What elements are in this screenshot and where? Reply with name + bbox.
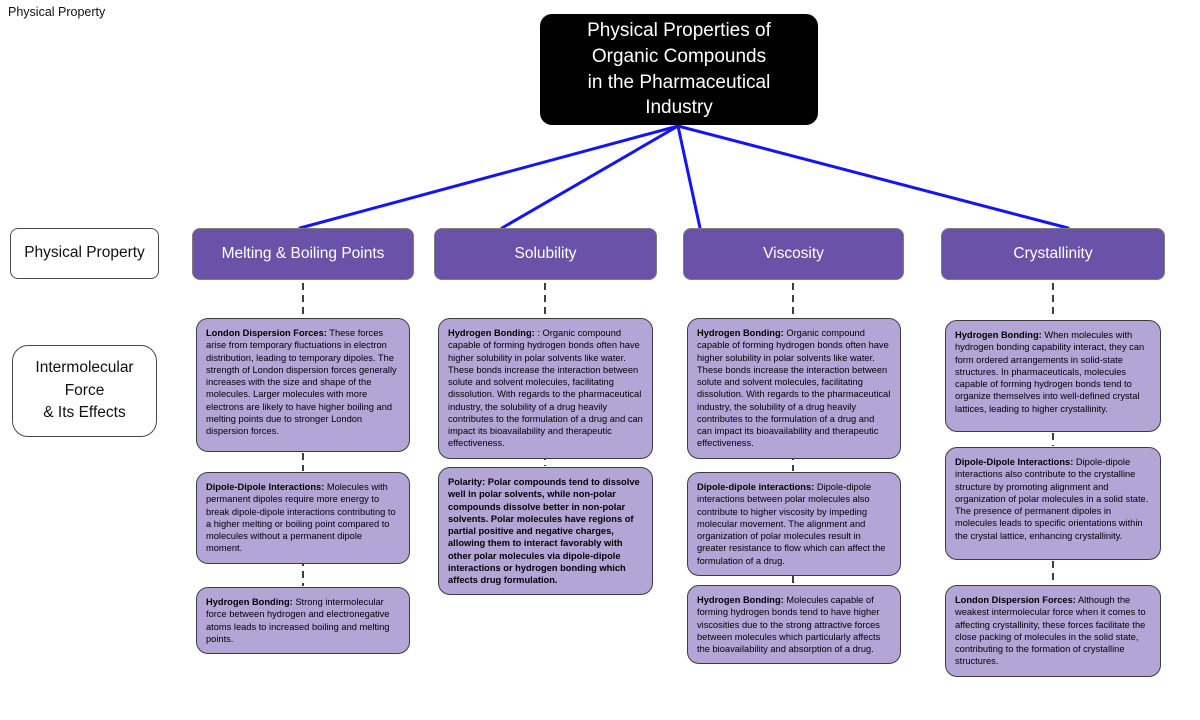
row-label-physical-property[interactable]: Physical Property	[10, 228, 159, 279]
note-crystallinity-dipole-dipole[interactable]: Dipole-Dipole Interactions: Dipole-dipol…	[945, 447, 1161, 560]
note-solubility-hydrogen-bonding[interactable]: Hydrogen Bonding: : Organic compound cap…	[438, 318, 653, 459]
note-text: Hydrogen Bonding: Molecules capable of f…	[697, 595, 881, 655]
branch-line-melting	[298, 124, 680, 230]
branch-line-solubility	[500, 124, 680, 230]
note-viscosity-hydrogen-bonding-1[interactable]: Hydrogen Bonding: Organic compound capab…	[687, 318, 901, 459]
note-text: London Dispersion Forces: Although the w…	[955, 595, 1146, 667]
header-solubility[interactable]: Solubility	[434, 228, 657, 280]
note-viscosity-hydrogen-bonding-2[interactable]: Hydrogen Bonding: Molecules capable of f…	[687, 585, 901, 665]
note-crystallinity-hydrogen-bonding[interactable]: Hydrogen Bonding: When molecules with hy…	[945, 320, 1161, 432]
note-viscosity-dipole-dipole[interactable]: Dipole-dipole interactions: Dipole-dipol…	[687, 472, 901, 576]
branch-line-viscosity	[676, 124, 702, 230]
diagram-title-label: Physical Property	[8, 5, 106, 19]
header-crystallinity[interactable]: Crystallinity	[941, 228, 1165, 280]
note-text: Dipole-Dipole Interactions: Molecules wi…	[206, 482, 396, 554]
note-text: Dipole-dipole interactions: Dipole-dipol…	[697, 482, 886, 566]
branch-line-crystallinity	[676, 124, 1070, 230]
note-text: Hydrogen Bonding: Organic compound capab…	[697, 328, 891, 449]
row-label-intermolecular-force[interactable]: Intermolecular Force & Its Effects	[12, 345, 157, 437]
note-text: Hydrogen Bonding: When molecules with hy…	[955, 330, 1145, 414]
header-viscosity[interactable]: Viscosity	[683, 228, 904, 280]
note-melting-hydrogen-bonding[interactable]: Hydrogen Bonding: Strong intermolecular …	[196, 587, 410, 655]
note-crystallinity-london-dispersion[interactable]: London Dispersion Forces: Although the w…	[945, 585, 1161, 677]
note-text: Polarity: Polar compounds tend to dissol…	[448, 477, 640, 586]
note-text: Hydrogen Bonding: Strong intermolecular …	[206, 597, 390, 644]
note-melting-london-dispersion[interactable]: London Dispersion Forces: These forces a…	[196, 318, 410, 452]
note-solubility-polarity[interactable]: Polarity: Polar compounds tend to dissol…	[438, 467, 653, 596]
note-melting-dipole-dipole[interactable]: Dipole-Dipole Interactions: Molecules wi…	[196, 472, 410, 564]
root-node[interactable]: Physical Properties of Organic Compounds…	[540, 14, 818, 125]
header-melting-boiling-points[interactable]: Melting & Boiling Points	[192, 228, 414, 280]
note-text: Dipole-Dipole Interactions: Dipole-dipol…	[955, 457, 1149, 541]
note-text: London Dispersion Forces: These forces a…	[206, 328, 397, 437]
note-text: Hydrogen Bonding: : Organic compound cap…	[448, 328, 643, 449]
